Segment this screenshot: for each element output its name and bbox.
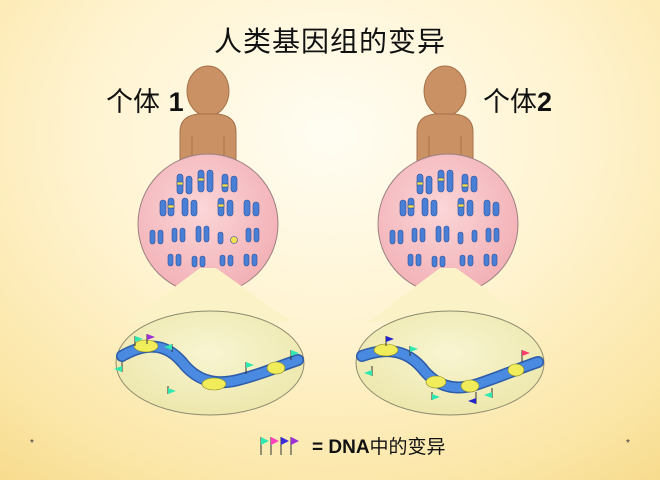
individual-2-zoom-cone-lower (368, 268, 532, 322)
individual-2-person-icon (416, 65, 474, 166)
individual-1-label: 个体 1 (106, 80, 184, 119)
legend-flags-icon (260, 436, 299, 455)
individual-1-chromosomes (149, 169, 260, 268)
individual-2-label: 个体2 (483, 80, 552, 119)
corner-mark-right: * (626, 438, 630, 449)
individual-2-chromosomes (389, 169, 500, 268)
individual-2-label-text: 个体 (483, 87, 537, 118)
legend-dna: DNA (328, 437, 370, 458)
slide-title: 人类基因组的变异 (213, 25, 446, 58)
individual-1-dna-ellipse (115, 310, 305, 416)
individual-2-label-number: 2 (537, 87, 553, 117)
legend-equals: = (312, 437, 329, 458)
individual-2-dna-ellipse (355, 310, 545, 416)
legend: = DNA中的变异 (258, 432, 446, 459)
corner-mark-left: * (30, 438, 34, 449)
individual-2-dna-yellow-segments (373, 343, 525, 393)
individual-1-label-text: 个体 (106, 87, 169, 118)
individual-1-dna-yellow-segments (133, 339, 286, 391)
individual-1-zoom-cone-lower (128, 268, 292, 322)
legend-suffix: 中的变异 (369, 436, 446, 458)
individual-1-person-icon (179, 65, 237, 166)
individual-1-variation-flags (114, 334, 299, 394)
legend-text: = DNA中的变异 (312, 432, 446, 459)
individual-1-label-number: 1 (168, 87, 184, 117)
individual-1-figure (114, 65, 305, 416)
individual-2-figure (355, 65, 545, 416)
individual-2-variation-flags (364, 336, 530, 404)
